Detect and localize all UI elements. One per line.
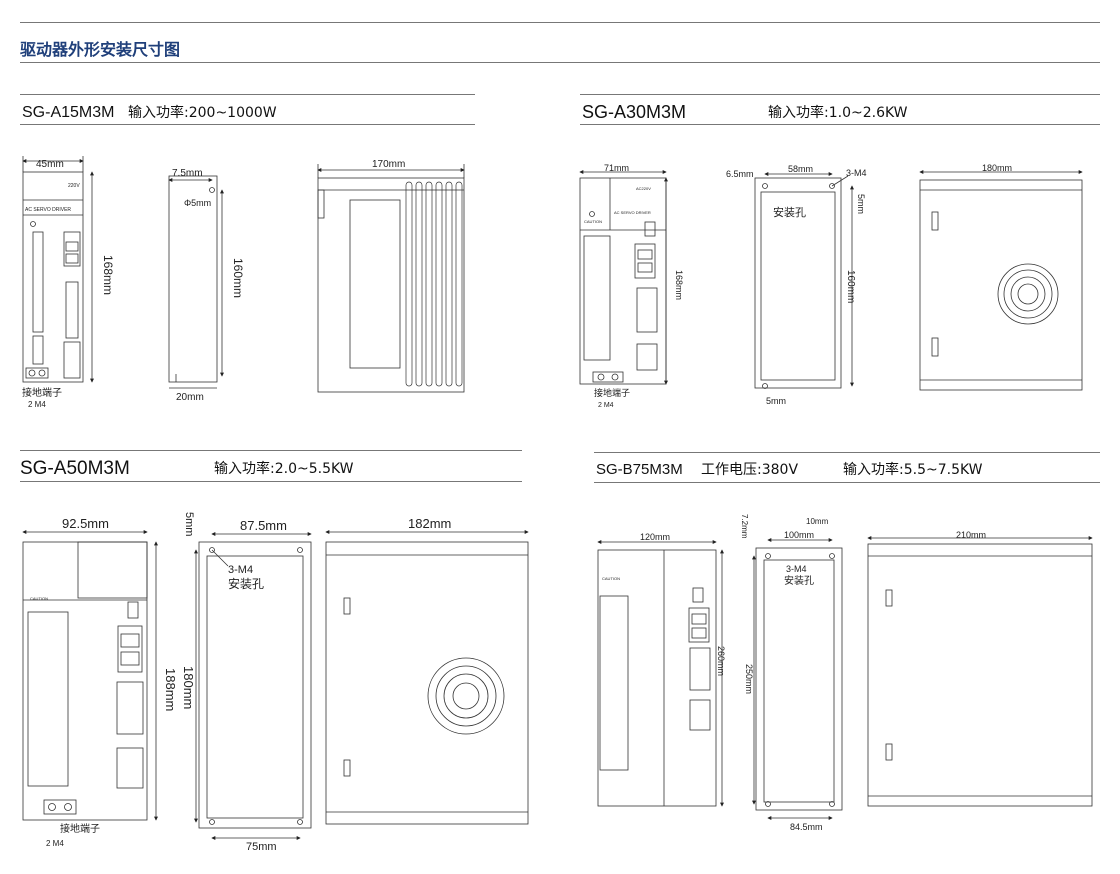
top-rule [20,22,1100,23]
section-2-rule-top [580,94,1100,95]
s1-front-view [22,156,94,383]
s2-front-width: 71mm [604,163,629,173]
s1-hole: Φ5mm [184,198,211,208]
s3-hole-label: 安装孔 [228,576,264,591]
s2-caution: CAUTION [584,219,602,224]
s2-screw: 3-M4 [846,168,867,178]
s2-side-offset: 6.5mm [726,169,754,179]
s3-mount-view [194,532,312,840]
s3-side-bottom: 75mm [246,841,277,853]
s3-front-height: 188mm [163,668,178,711]
s2-front-view [579,170,668,385]
section-4-rule-top [594,452,1100,453]
s4-screw: 3-M4 [786,564,807,574]
s2-panel-voltage: AC220V [636,186,651,191]
s3-front-view [22,530,158,821]
s4-front-height: 260mm [716,646,726,676]
s2-hole-label: 安装孔 [773,205,806,219]
s1-side-bottom: 20mm [176,392,204,403]
s3-top-gap: 5mm [183,512,195,536]
s2-side-height: 160mm [845,270,856,303]
section-3-model: SG-A50M3M [20,458,130,479]
s2-depth-view [919,170,1083,391]
s1-panel-name: AC SERVO DRIVER [25,207,71,213]
s1-terminal-label: 接地端子 [22,386,62,399]
s3-caution: CAUTION [30,596,48,601]
s1-depth-view [317,164,465,393]
s3-depth: 182mm [408,516,451,531]
s1-side-top: 7.5mm [172,168,203,179]
s4-caution: CAUTION [602,576,620,581]
s2-panel-name: AC SERVO DRIVER [614,210,651,215]
s3-screw: 3-M4 [228,564,253,576]
s4-side-top: 10mm [806,517,829,526]
section-4-voltage: 工作电压:380V [701,462,799,478]
s1-front-height: 168mm [101,255,115,295]
s2-side-width: 58mm [788,164,813,174]
section-1-model: SG-A15M3M [22,104,115,121]
s1-side-height: 160mm [231,258,245,298]
section-3-spec: 输入功率:2.0~5.5KW [214,461,354,477]
s4-top-gap: 7.2mm [740,514,749,539]
section-2-rule-bottom [580,124,1100,125]
s4-side-width: 100mm [784,530,814,540]
section-2-spec: 输入功率:1.0~2.6KW [768,105,908,121]
s2-terminal-screw: 2 M4 [598,402,614,409]
s4-front-width: 120mm [640,532,670,542]
s3-side-width: 87.5mm [240,518,287,533]
s4-front-view [597,540,724,807]
s1-panel-voltage: 220V [68,183,80,189]
section-3-rule-top [20,450,522,451]
s4-hole-label: 安装孔 [784,574,814,587]
s4-side-height: 250mm [744,664,754,694]
s2-front-height: 168mm [674,270,684,300]
s4-depth: 210mm [956,530,986,540]
s2-bottom-gap: 5mm [766,396,786,406]
section-4-rule-bottom [594,482,1100,483]
s1-depth: 170mm [372,159,405,170]
s1-mount-view [168,175,224,389]
section-1-rule-top [20,94,475,95]
s4-mount-view [752,538,843,820]
title-rule [20,62,1100,63]
section-4-model: SG-B75M3M [596,461,683,478]
s2-top-gap: 5mm [856,194,866,214]
section-1-spec: 输入功率:200~1000W [128,105,277,121]
page-title: 驱动器外形安装尺寸图 [20,40,181,59]
section-3-rule-bottom [20,481,522,482]
section-4-spec: 输入功率:5.5~7.5KW [843,462,983,478]
section-1-rule-bottom [20,124,475,125]
s1-front-width: 45mm [36,159,64,170]
s2-depth: 180mm [982,163,1012,173]
section-2-model: SG-A30M3M [582,102,687,122]
s3-front-width: 92.5mm [62,516,109,531]
s3-side-height: 180mm [181,666,196,709]
s4-depth-view [867,536,1093,807]
s3-terminal-label: 接地端子 [60,822,100,835]
s3-depth-view [325,530,529,825]
s2-mount-view [754,172,854,389]
s3-terminal-screw: 2 M4 [46,839,64,848]
s4-side-bottom: 84.5mm [790,822,823,832]
s2-terminal-label: 接地端子 [594,387,630,398]
s1-terminal-screw: 2 M4 [28,400,46,409]
